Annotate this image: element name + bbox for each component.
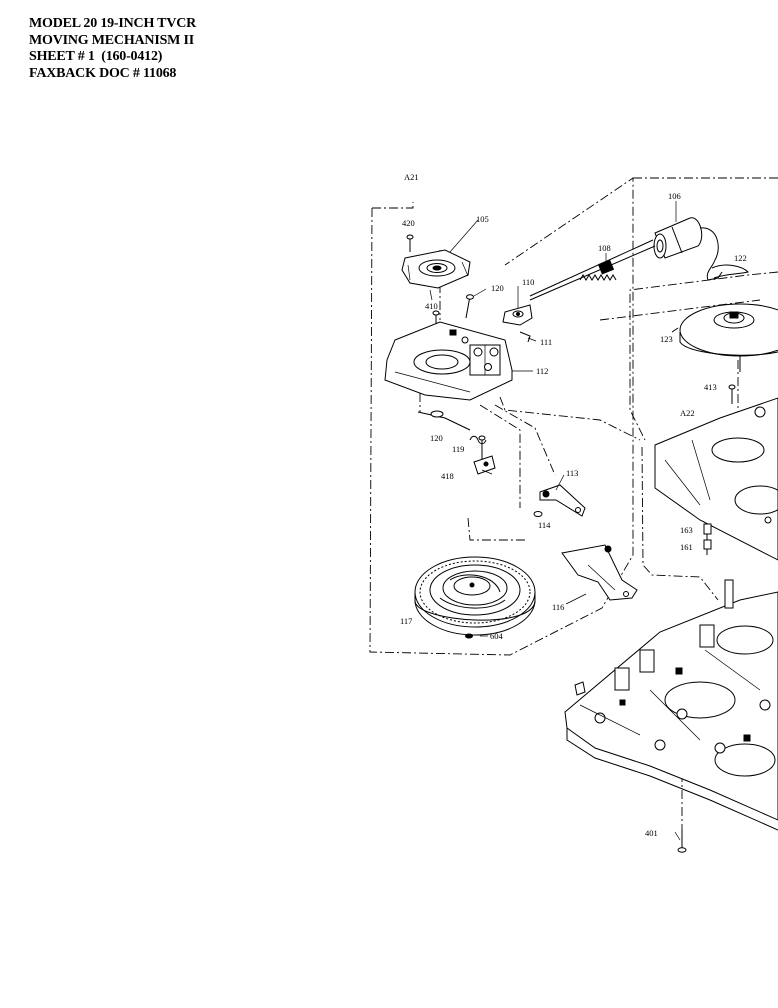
part-A22-base-plate — [654, 397, 778, 561]
callout-112: 112 — [536, 366, 548, 376]
part-113-arm — [539, 484, 586, 517]
part-120-screw-upper — [465, 294, 474, 319]
callout-A22: A22 — [680, 408, 695, 418]
part-420-screw — [406, 234, 414, 252]
callout-110: 110 — [522, 277, 534, 287]
callout-106: 106 — [668, 191, 681, 201]
callout-111: 111 — [540, 337, 552, 347]
part-401-screw — [677, 830, 687, 853]
document-header: MODEL 20 19-INCH TVCR MOVING MECHANISM I… — [29, 16, 196, 82]
callout-420: 420 — [402, 218, 415, 228]
callout-418: 418 — [441, 471, 454, 481]
part-161-post — [703, 539, 712, 555]
callout-122: 122 — [734, 253, 747, 263]
callout-604: 604 — [490, 631, 504, 641]
callout-123: 123 — [660, 334, 673, 344]
part-108-worm-shaft — [529, 239, 656, 301]
part-123-turntable — [671, 303, 778, 372]
part-106-motor — [653, 217, 723, 281]
callout-119: 119 — [452, 444, 464, 454]
callout-413: 413 — [704, 382, 717, 392]
part-116-slider-arm — [561, 544, 638, 601]
callout-113: 113 — [566, 468, 578, 478]
callout-108: 108 — [598, 243, 611, 253]
part-114-washer — [533, 511, 543, 517]
part-120-lever — [417, 410, 471, 431]
callout-105: 105 — [476, 214, 489, 224]
callout-A21: A21 — [404, 172, 419, 182]
part-410-screw — [432, 310, 440, 328]
header-title-line: MOVING MECHANISM II — [29, 32, 194, 48]
part-122-clip — [711, 264, 749, 279]
callout-401: 401 — [645, 828, 658, 838]
header-model-line: MODEL 20 19-INCH TVCR — [29, 16, 197, 31]
part-604-screw — [465, 633, 473, 639]
part-418-screw — [473, 455, 496, 475]
callout-leaders — [449, 201, 681, 841]
callout-163: 163 — [680, 525, 693, 535]
part-112-gear-housing — [384, 321, 513, 401]
part-117-main-gear — [414, 556, 536, 636]
callout-114: 114 — [538, 520, 551, 530]
callout-410: 410 — [425, 301, 438, 311]
part-110-bracket — [502, 304, 533, 326]
callout-116: 116 — [552, 602, 564, 612]
part-163-post — [703, 523, 712, 540]
callout-120-lower: 120 — [430, 433, 443, 443]
part-119-spring — [469, 435, 487, 462]
part-413-screw — [728, 384, 736, 404]
header-sheet-line: SHEET # 1 (160-0412) — [29, 49, 163, 64]
callout-161: 161 — [680, 542, 693, 552]
callout-117: 117 — [400, 616, 412, 626]
callout-120-upper: 120 — [491, 283, 504, 293]
main-chassis — [564, 579, 778, 831]
part-105-gear-plate — [401, 249, 471, 301]
part-111-pin — [519, 331, 531, 343]
callout-labels: A21 420 105 106 108 122 120 110 410 111 … — [400, 172, 747, 838]
header-faxback-line: FAXBACK DOC # 11068 — [29, 65, 177, 81]
